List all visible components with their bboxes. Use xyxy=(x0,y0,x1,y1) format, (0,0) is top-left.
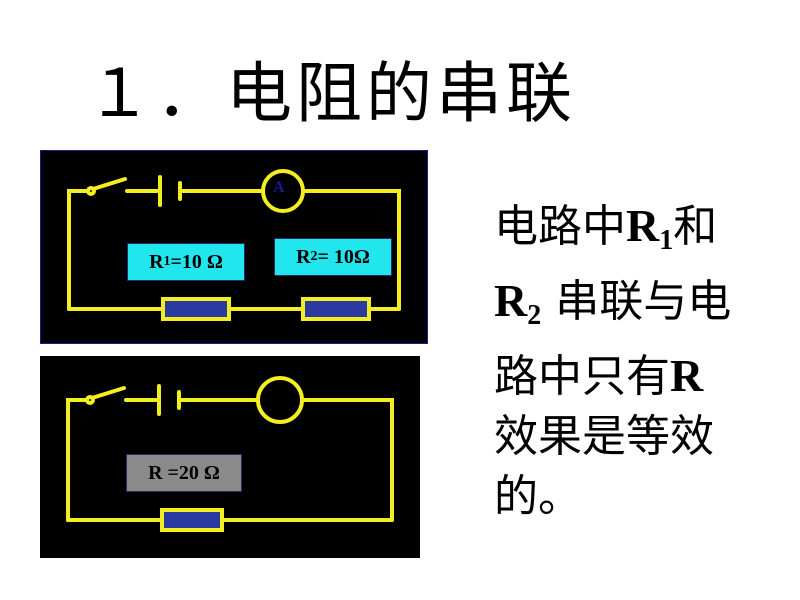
resistor-r1 xyxy=(161,297,231,321)
r1-prefix: R xyxy=(149,250,164,273)
switch-blade xyxy=(90,386,126,400)
desc-seg1: 电路中 xyxy=(494,201,626,252)
wire-lamp-to-right xyxy=(300,398,394,522)
slide-title: １．电阻的串联 xyxy=(86,55,576,132)
r1-value: =10 Ω xyxy=(170,250,223,273)
desc-seg2: 和 xyxy=(673,201,718,252)
desc-line-3: 路中只有R xyxy=(494,346,764,407)
lamp-circle xyxy=(256,376,304,424)
r2-prefix: R xyxy=(296,245,311,268)
resistor-r2 xyxy=(301,297,371,321)
resistor-r xyxy=(160,508,224,532)
desc-line-4: 效果是等效 xyxy=(494,407,764,467)
wire-ammeter-to-right xyxy=(301,189,401,311)
desc-r1-sub: 1 xyxy=(659,225,674,256)
r-value-label: R =20 Ω xyxy=(126,454,242,492)
switch-blade xyxy=(91,177,127,191)
r1-subscript: 1 xyxy=(163,254,171,269)
desc-line-5: 的。 xyxy=(494,467,764,527)
ammeter-label: A xyxy=(273,179,285,196)
desc-seg3: 串联与电 xyxy=(541,276,732,327)
desc-r1-letter: R xyxy=(626,200,660,251)
desc-line-1: 电路中R1和 xyxy=(494,196,764,271)
top-left-wire xyxy=(67,189,91,197)
r2-subscript: 2 xyxy=(310,249,318,264)
equivalent-circuit-svg xyxy=(66,376,394,532)
equivalent-circuit-diagram: R =20 Ω xyxy=(40,356,420,558)
series-circuit-svg xyxy=(67,169,401,321)
description-text: 电路中R1和 R2 串联与电 路中只有R 效果是等效 的。 xyxy=(494,196,764,527)
top-left-wire xyxy=(66,398,90,406)
desc-seg6: 的。 xyxy=(494,471,582,522)
desc-r2-sub: 2 xyxy=(527,300,542,331)
desc-r-letter: R xyxy=(670,350,704,401)
desc-seg5: 效果是等效 xyxy=(494,411,714,462)
r2-value: = 10Ω xyxy=(317,245,370,268)
desc-r2-letter: R xyxy=(494,275,528,326)
desc-line-2: R2 串联与电 xyxy=(494,271,764,346)
desc-seg4: 路中只有 xyxy=(494,351,670,402)
